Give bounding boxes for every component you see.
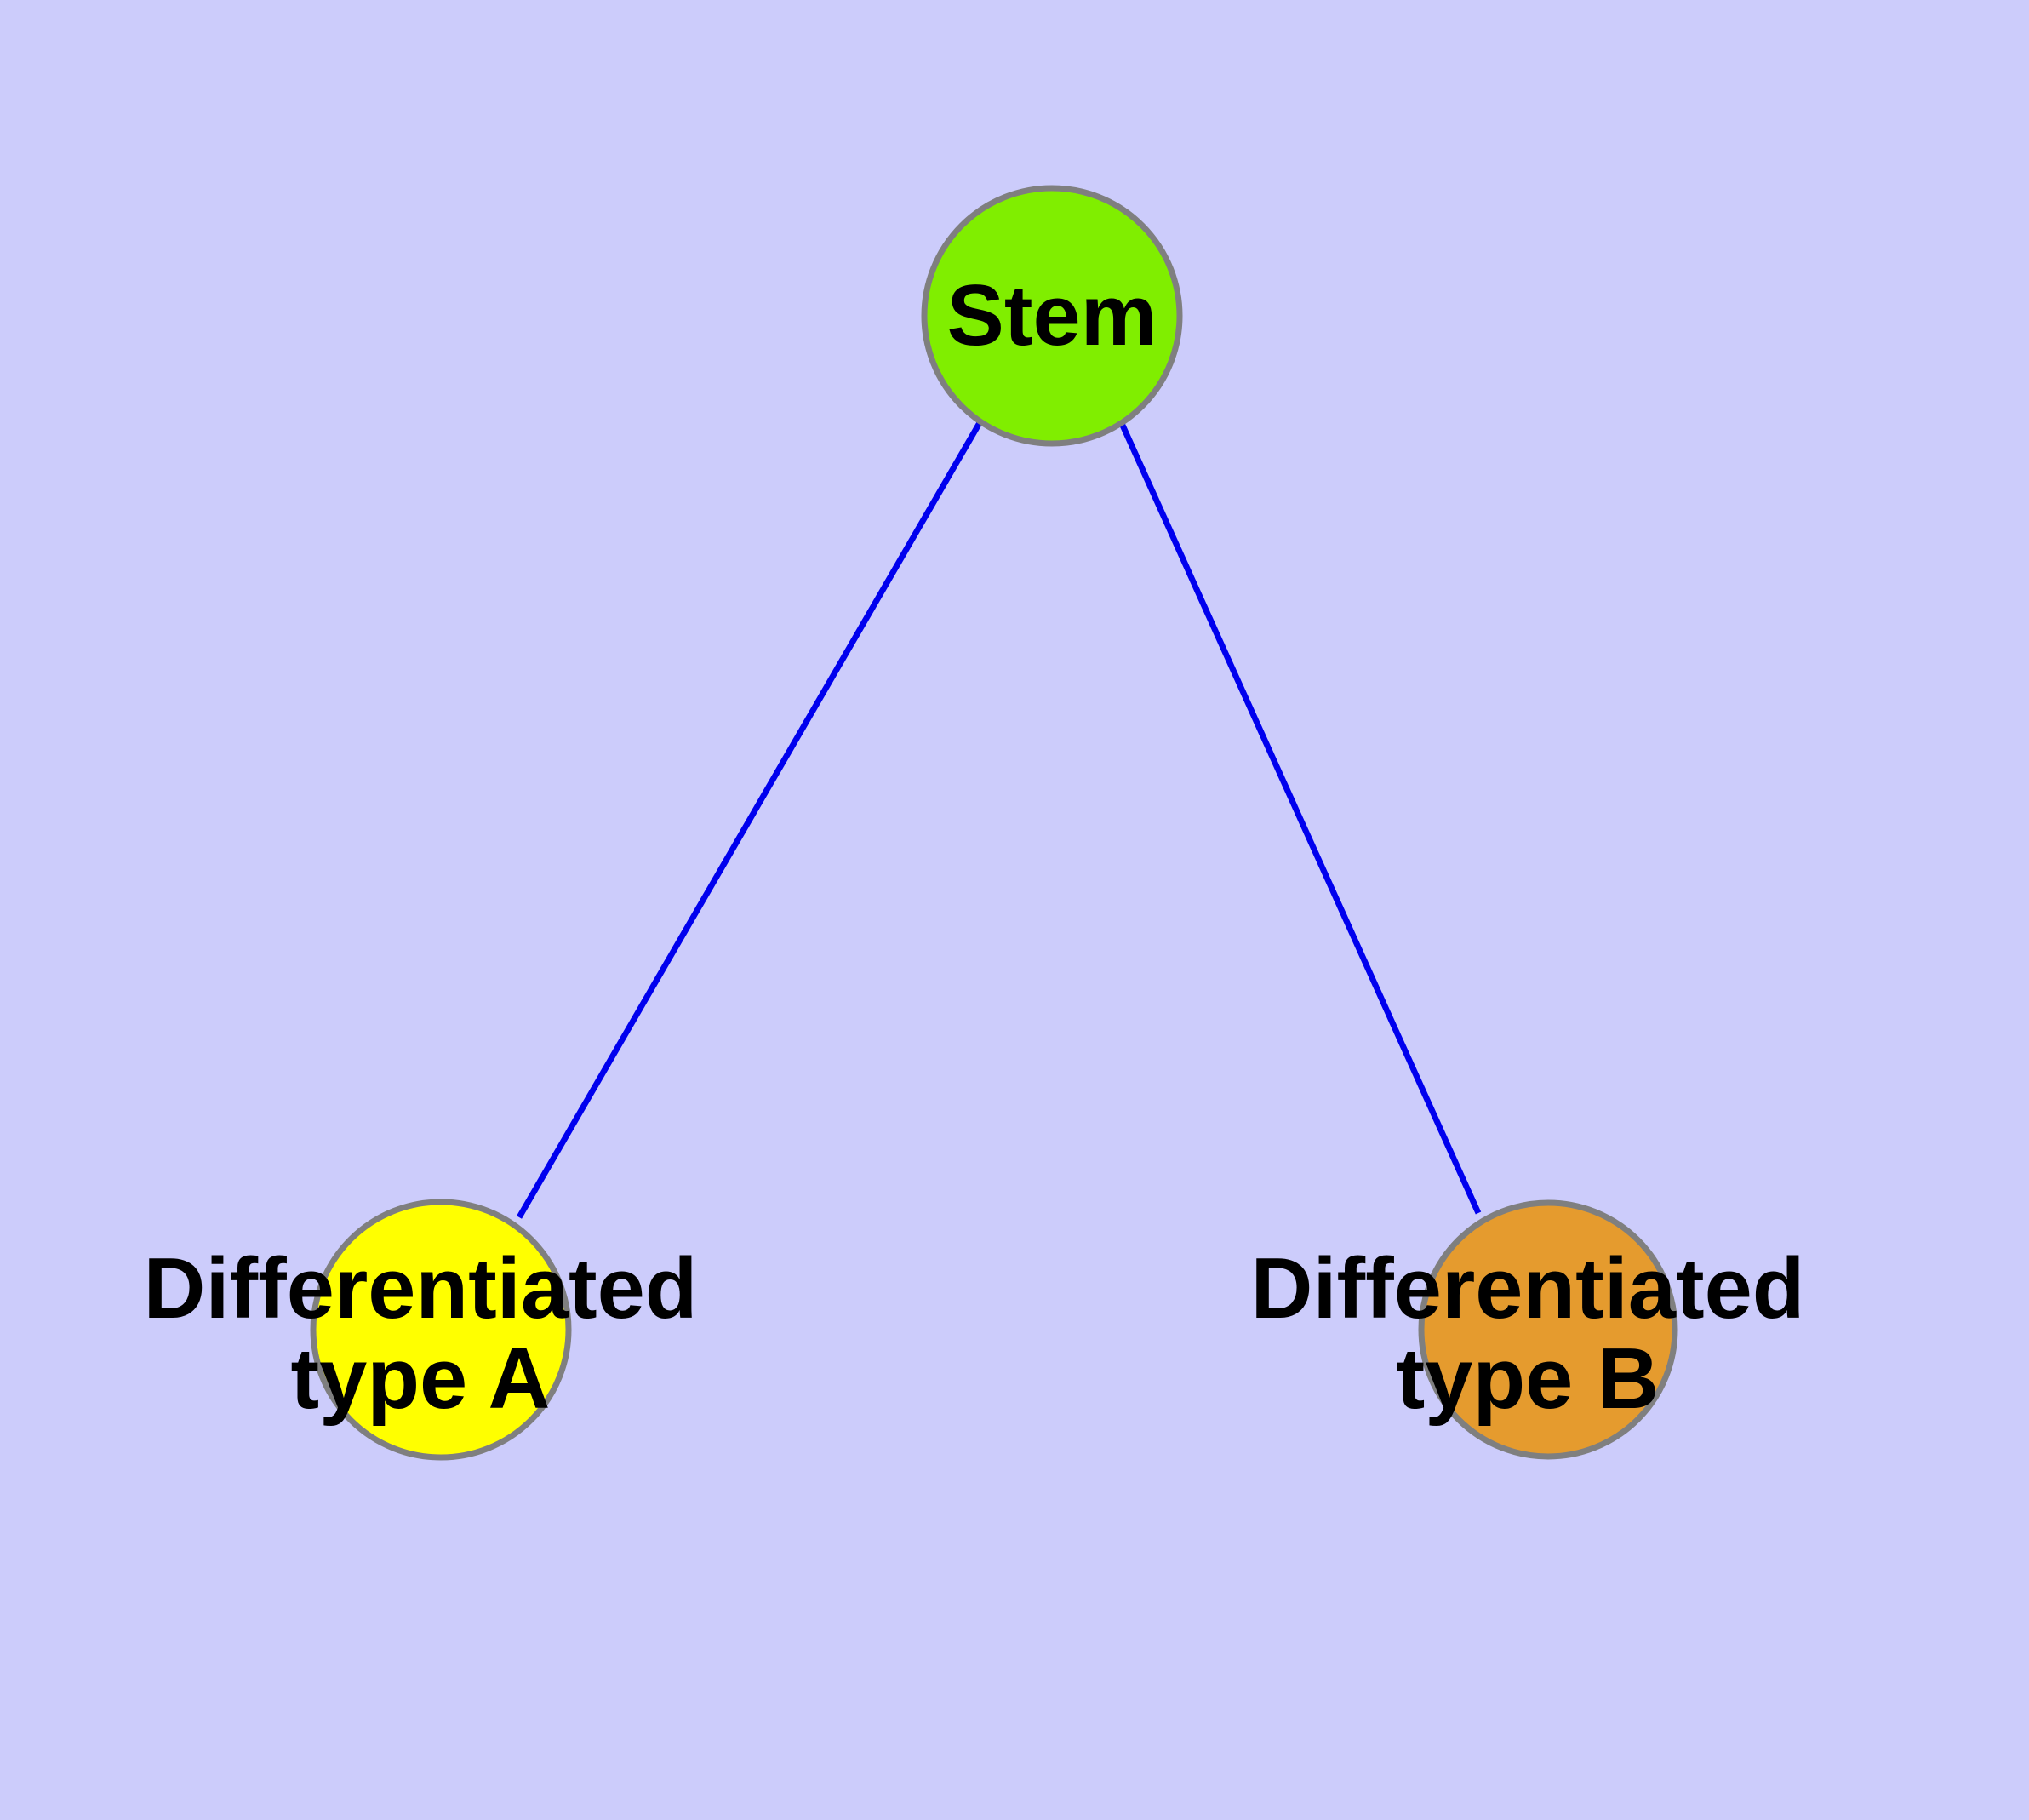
node-differentiated-type-a[interactable]: [310, 1199, 572, 1461]
node-differentiated-type-b[interactable]: [1418, 1199, 1678, 1460]
node-label-stem: Stem: [947, 268, 1157, 363]
node-label-line: Differentiated: [1251, 1241, 1805, 1336]
node-stem[interactable]: [921, 185, 1183, 447]
edge-stem-to-differentiated-type-a[interactable]: [516, 420, 984, 1219]
edge-stem-to-differentiated-type-b[interactable]: [1117, 418, 1482, 1215]
node-label-line: Differentiated: [144, 1241, 698, 1336]
node-label-line: type A: [291, 1331, 551, 1427]
node-label-line: type B: [1397, 1331, 1660, 1427]
edges-group: [516, 418, 1482, 1219]
nodes-group: [310, 185, 1678, 1461]
node-label-line: Stem: [947, 268, 1157, 363]
